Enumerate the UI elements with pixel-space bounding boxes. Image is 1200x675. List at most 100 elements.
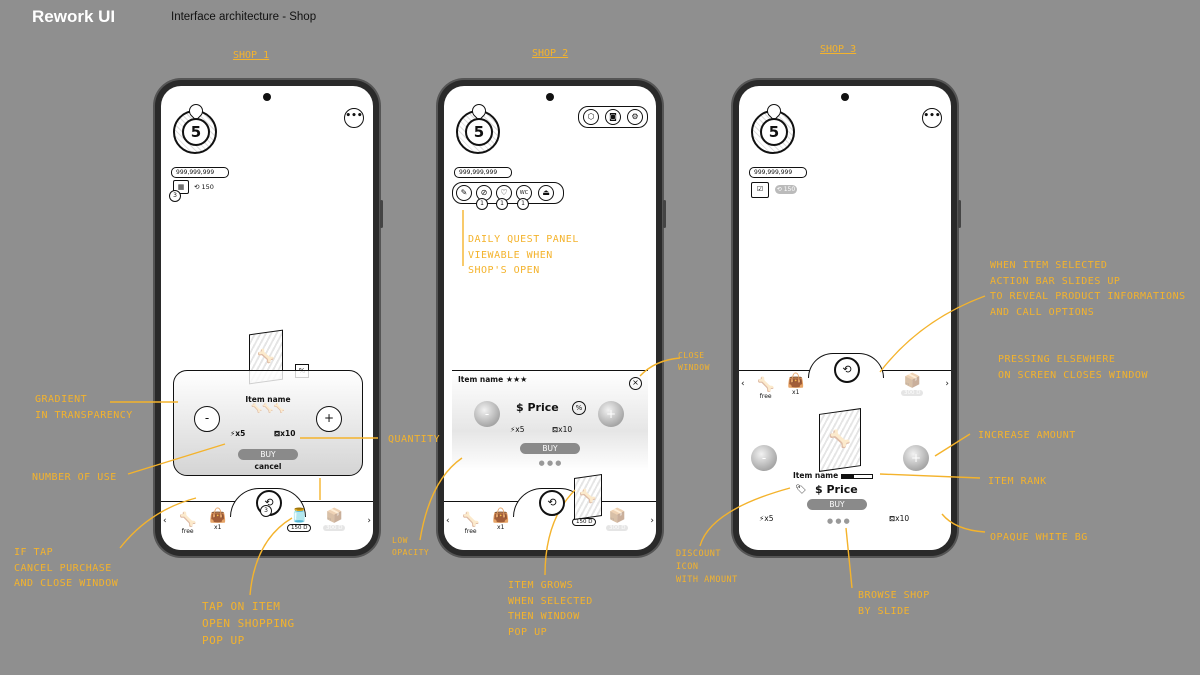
price-text: $ Price <box>815 483 858 496</box>
item-rank-bar <box>840 473 873 479</box>
menu-button[interactable]: ••• <box>922 108 942 128</box>
level-badge[interactable]: 5 <box>456 101 500 154</box>
scroll-right-arrow[interactable]: › <box>650 516 654 526</box>
cancel-button[interactable]: cancel <box>254 462 282 471</box>
phone-screen: ⬡ ◙ ⚙ 5 999,999,999 ✎ ⊘ ♡ WC ⏏ 1 1 1 Ite… <box>444 86 656 550</box>
price-text: $ Price <box>516 401 559 414</box>
selected-item-icon: 🦴 <box>819 408 861 472</box>
phone-shop3: ••• 5 999,999,999 ☑ ⟲ 150 ⟲ ‹ › 🦴free 👜x… <box>733 80 961 556</box>
quantity-count: ⛾x10 <box>552 425 573 434</box>
level-number: 5 <box>760 118 788 146</box>
calendar-icon[interactable]: ▦ <box>173 180 189 194</box>
annotation-discount-icon: DISCOUNT ICON WITH AMOUNT <box>676 549 738 586</box>
camera-button-icon[interactable]: ◙ <box>605 109 621 125</box>
box-icon: 📦 <box>608 508 626 524</box>
level-number: 5 <box>465 118 493 146</box>
shop-item-bag[interactable]: 👜x1 <box>492 508 510 531</box>
annotation-gradient: GRADIENT IN TRANSPARENCY <box>35 394 133 421</box>
shop-popup: Item name ★★★ × - + $ Price % ⚡x5 ⛾x10 B… <box>452 370 648 471</box>
annotation-item-grows: ITEM GROWS WHEN SELECTED THEN WINDOW POP… <box>508 580 593 638</box>
buy-button[interactable]: BUY <box>807 499 867 510</box>
quantity-value: x10 <box>895 514 910 523</box>
rank-stars: ★★★ <box>505 375 528 384</box>
phone-shop1: ••• 5 999,999,999 ▦ 3 ⟲ 150 🦴 % Item nam… <box>155 80 383 556</box>
quest-badge: 1 <box>517 198 529 210</box>
buy-button[interactable]: BUY <box>520 443 580 454</box>
close-button[interactable]: × <box>629 377 642 390</box>
phone-shop2: ⬡ ◙ ⚙ 5 999,999,999 ✎ ⊘ ♡ WC ⏏ 1 1 1 Ite… <box>438 80 666 556</box>
shop-item-bag[interactable]: 👜x1 <box>209 508 227 531</box>
scroll-right-arrow[interactable]: › <box>367 516 371 526</box>
bottom-bar: ⟲ 3 ‹ › 🦴free 👜x1 🫙150 D 📦300 D <box>161 488 373 550</box>
level-badge[interactable]: 5 <box>751 101 795 154</box>
shop-item-box[interactable]: 📦300 D <box>901 373 924 396</box>
discount-icon: 🏷 <box>795 485 807 495</box>
page-dots[interactable]: ● ● ● <box>827 517 850 525</box>
item-name: Item name <box>793 471 873 480</box>
currency-display: 999,999,999 <box>454 167 512 178</box>
bone-icon: 🦴 <box>179 512 197 528</box>
scroll-left-arrow[interactable]: ‹ <box>163 516 167 526</box>
shop-item-jar[interactable]: 🫙150 D <box>287 508 312 532</box>
shop-item-bag[interactable]: 👜x1 <box>787 373 805 396</box>
phone-screen: ••• 5 999,999,999 ▦ 3 ⟲ 150 🦴 % Item nam… <box>161 86 373 550</box>
action-bar: ⟲ ‹ › 🦴free 👜x1 📦300 D 🦴 - + Item name 🏷… <box>739 353 951 550</box>
shop-item-box[interactable]: 📦300 D <box>323 508 346 531</box>
clock-button[interactable]: ⟲ <box>834 357 860 383</box>
shop-item-free[interactable]: 🦴free <box>179 512 197 535</box>
decrease-button[interactable]: - <box>474 401 500 427</box>
annotation-low-opacity: LOW OPACITY <box>392 536 430 558</box>
selected-item-icon[interactable]: 🦴 <box>574 474 602 520</box>
timer-value: 150 <box>201 183 214 191</box>
shop-item-box[interactable]: 📦300 D <box>606 508 629 531</box>
increase-button[interactable]: + <box>598 401 624 427</box>
decrease-button[interactable]: - <box>194 406 220 432</box>
uses-value: x5 <box>235 429 246 438</box>
bone-icons: 🦴🦴🦴 <box>251 404 285 414</box>
quest-icon-1[interactable]: ✎ <box>456 185 472 201</box>
calendar-badge: 3 <box>169 190 181 202</box>
page-dots[interactable]: ● ● ● <box>538 459 562 467</box>
scroll-right-arrow[interactable]: › <box>945 379 949 389</box>
menu-button[interactable]: ••• <box>344 108 364 128</box>
shop-item-free[interactable]: 🦴free <box>462 512 480 535</box>
cube-icon[interactable]: ⬡ <box>583 109 599 125</box>
top-actions-bar: ⬡ ◙ ⚙ <box>578 106 648 128</box>
shop-item-free[interactable]: 🦴free <box>757 377 775 400</box>
increase-button[interactable]: + <box>316 406 342 432</box>
phone-screen: ••• 5 999,999,999 ☑ ⟲ 150 ⟲ ‹ › 🦴free 👜x… <box>739 86 951 550</box>
bone-icon: 🦴 <box>757 377 775 393</box>
app-title: Rework UI <box>32 7 116 26</box>
quest-badge: 1 <box>496 198 508 210</box>
bowl-icon[interactable]: ⏏ <box>538 185 554 201</box>
gear-icon[interactable]: ⚙ <box>627 109 643 125</box>
annotation-daily-quest: DAILY QUEST PANEL VIEWABLE WHEN SHOP'S O… <box>468 234 579 276</box>
shop2-label: SHOP 2 <box>532 48 569 59</box>
clock-button[interactable]: ⟲ <box>539 490 565 516</box>
annotation-when-item-selected: WHEN ITEM SELECTED ACTION BAR SLIDES UP … <box>990 260 1186 318</box>
calendar-check-icon[interactable]: ☑ <box>751 182 769 198</box>
item-name: Item name <box>245 395 291 404</box>
uses-value: x5 <box>515 425 525 434</box>
scroll-left-arrow[interactable]: ‹ <box>741 379 745 389</box>
increase-button[interactable]: + <box>903 445 929 471</box>
annotation-if-tap: IF TAP CANCEL PURCHASE AND CLOSE WINDOW <box>14 547 119 589</box>
buy-button[interactable]: BUY <box>238 449 298 460</box>
timer-text: ⟲ 150 <box>194 183 214 191</box>
level-badge[interactable]: 5 <box>173 101 217 154</box>
quantity-value: x10 <box>558 425 573 434</box>
annotation-close-window: CLOSE WINDOW <box>678 351 710 373</box>
currency-display: 999,999,999 <box>749 167 807 178</box>
jar-icon: 🫙 <box>290 508 308 524</box>
annotation-item-rank: ITEM RANK <box>988 476 1047 487</box>
annotation-opaque-white: OPAQUE WHITE BG <box>990 532 1088 543</box>
uses-count: ⚡x5 <box>759 514 774 523</box>
scroll-left-arrow[interactable]: ‹ <box>446 516 450 526</box>
discount-icon: % <box>572 401 586 415</box>
decrease-button[interactable]: - <box>751 445 777 471</box>
daily-quest-panel[interactable]: ✎ ⊘ ♡ WC ⏏ <box>452 182 564 204</box>
annotation-tap-on-item: TAP ON ITEM OPEN SHOPPING POP UP <box>202 600 295 648</box>
uses-count: ⚡x5 <box>510 425 525 434</box>
currency-display: 999,999,999 <box>171 167 229 178</box>
clock-badge: 3 <box>260 505 272 517</box>
